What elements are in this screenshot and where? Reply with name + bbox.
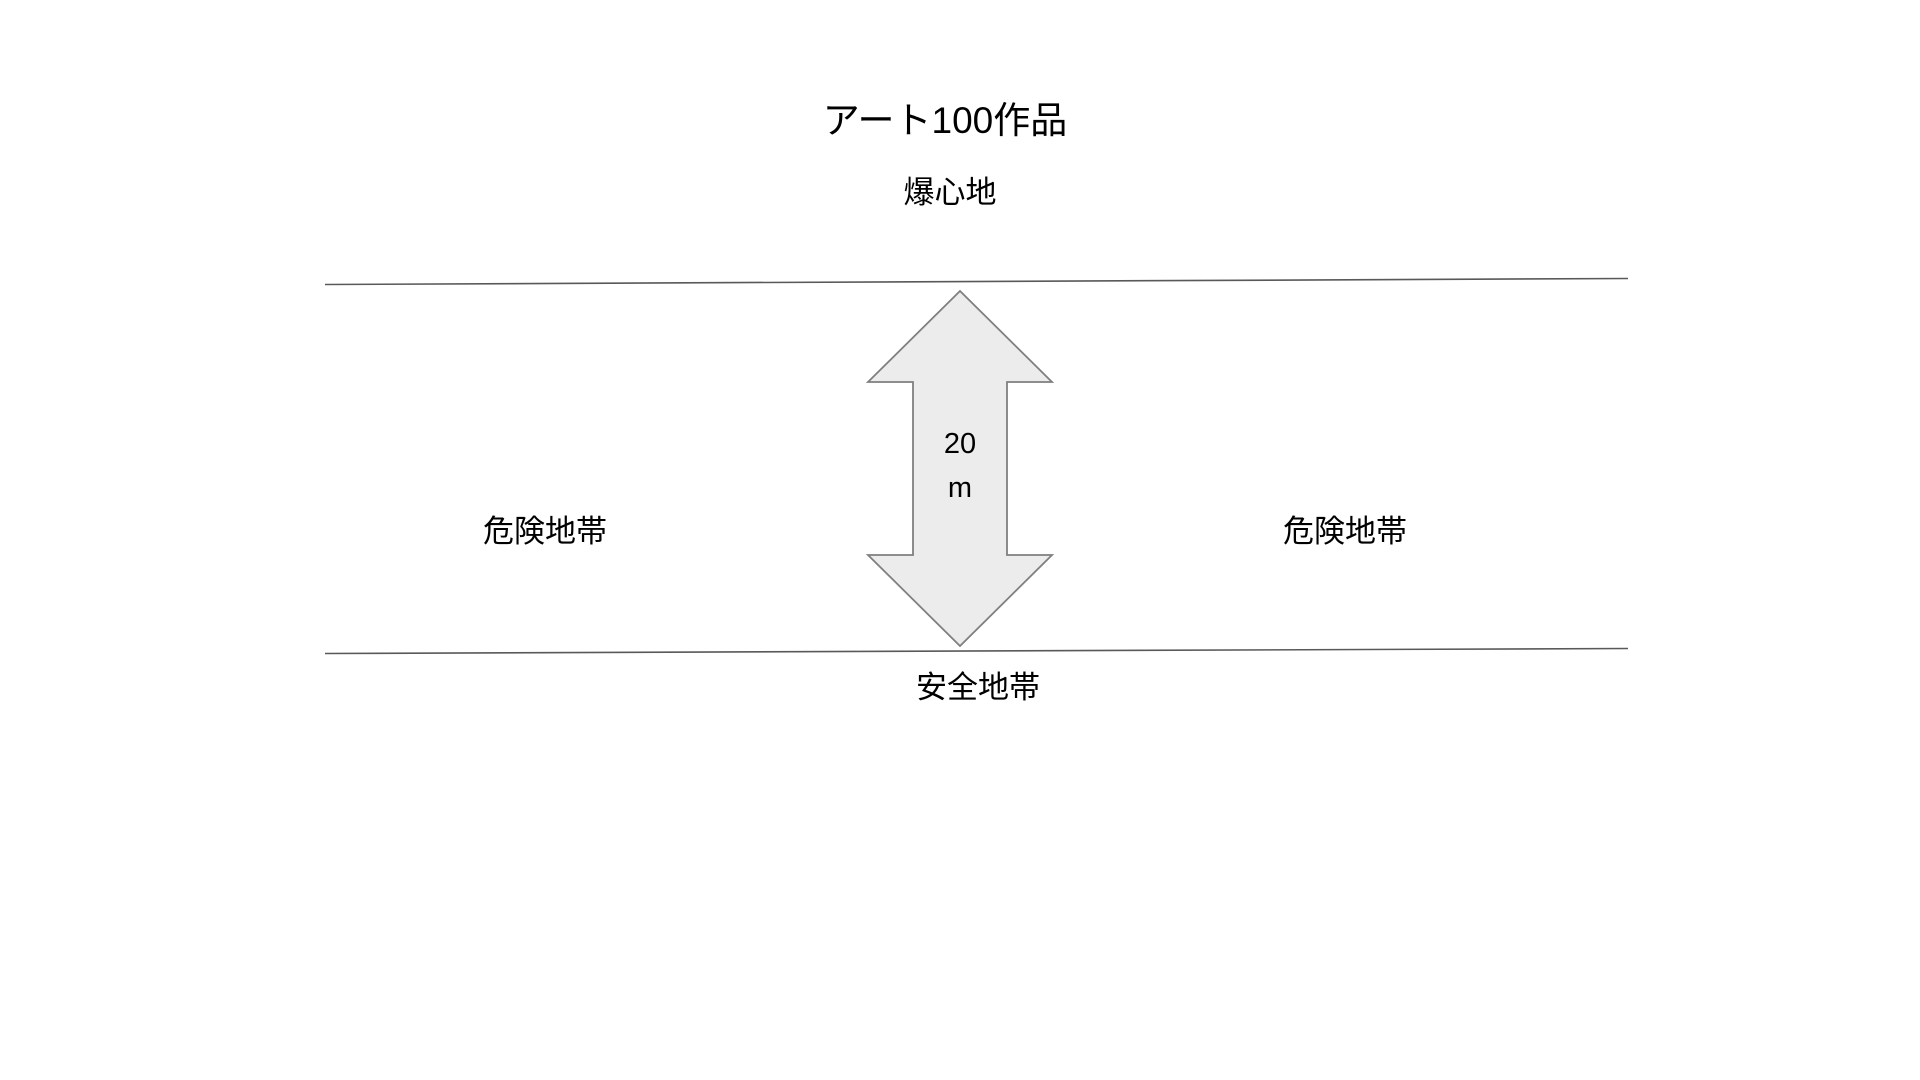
- diagram-title: アート100作品: [823, 100, 1068, 141]
- danger-zone-label-left: 危険地帯: [483, 514, 607, 549]
- double-headed-dimension-arrow: [865, 289, 1055, 648]
- upper-boundary-line: [324, 277, 1629, 286]
- hypocenter-label: 爆心地: [904, 175, 997, 210]
- danger-zone-label-right: 危険地帯: [1283, 514, 1407, 549]
- measurement-unit: m: [948, 472, 972, 504]
- lower-boundary-line: [324, 647, 1629, 655]
- safe-zone-label: 安全地帯: [916, 670, 1040, 705]
- measurement-value: 20: [944, 428, 976, 460]
